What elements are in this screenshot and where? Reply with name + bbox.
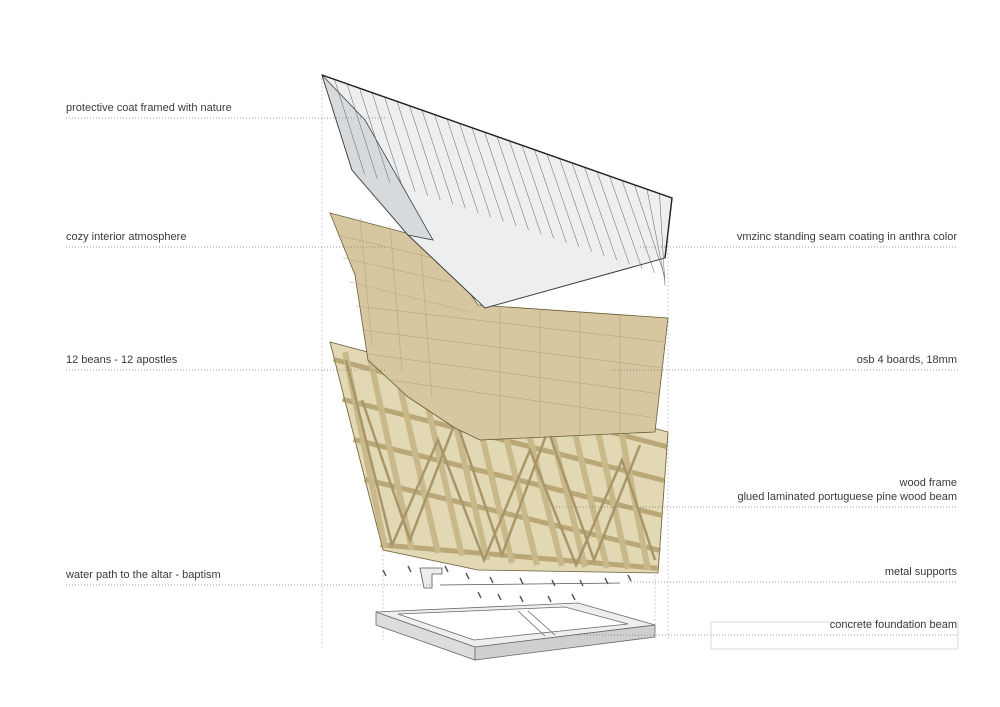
roof-seam: [409, 105, 441, 201]
roof-seam: [659, 193, 666, 286]
osb-boards: [329, 212, 669, 441]
roof-seams: [334, 79, 666, 286]
roof-seam: [534, 149, 567, 243]
roof-seam: [634, 184, 666, 278]
label-glulam-beam: glued laminated portuguese pine wood bea…: [737, 491, 957, 503]
label-water-path: water path to the altar - baptism: [66, 569, 221, 581]
roof-seam: [434, 114, 466, 209]
roof-seam: [421, 110, 454, 205]
roof-seam: [571, 162, 605, 256]
roof-seam: [484, 132, 517, 226]
label-wood-frame: wood frame: [899, 477, 957, 489]
label-protective-coat: protective coat framed with nature: [66, 102, 232, 114]
roof-seam: [346, 83, 378, 179]
roof-seam: [621, 180, 655, 273]
roof-seam: [359, 88, 391, 183]
roof-seam: [459, 123, 491, 218]
concrete-foundation-beam: [375, 602, 656, 661]
roof-seam: [334, 79, 365, 175]
roof-seam: [609, 175, 643, 269]
label-cozy-interior: cozy interior atmosphere: [66, 231, 187, 243]
label-concrete-foundation: concrete foundation beam: [829, 619, 957, 631]
roof-seam: [596, 171, 630, 265]
roof-seam: [559, 158, 592, 252]
label-metal-supports: metal supports: [884, 566, 957, 578]
label-twelve-beans: 12 beans - 12 apostles: [66, 354, 178, 366]
roof-seam: [371, 92, 403, 188]
roof-seam: [496, 136, 529, 231]
roof-seam: [646, 189, 666, 282]
label-vmzinc-coating: vmzinc standing seam coating in anthra c…: [736, 231, 957, 243]
roof-seam: [584, 167, 617, 261]
roof-seam: [509, 140, 542, 235]
leader-lines: [66, 117, 958, 636]
roof-seam: [471, 127, 504, 222]
vmzinc-roof-coating: [321, 74, 673, 309]
roof-seam: [396, 101, 428, 196]
label-osb-boards: osb 4 boards, 18mm: [856, 354, 957, 366]
roof-seam: [384, 96, 416, 192]
roof-seam: [521, 145, 554, 239]
roof-seam: [446, 118, 479, 213]
metal-supports: [382, 565, 632, 603]
foundation-label-frame: [710, 621, 959, 650]
roof-seam: [546, 153, 580, 248]
